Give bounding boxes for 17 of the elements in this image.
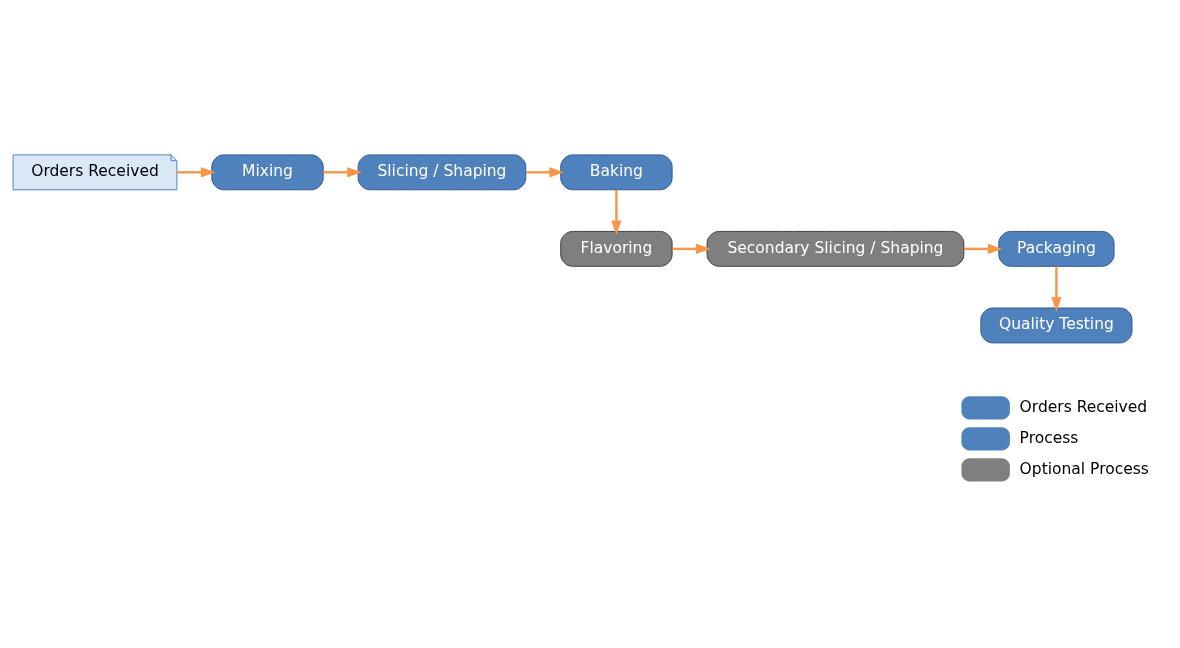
legend-label: Process bbox=[1019, 428, 1079, 447]
node-box: Packaging bbox=[998, 230, 1115, 267]
arrow bbox=[526, 167, 564, 178]
node-box: Flavoring bbox=[560, 230, 673, 267]
arrow bbox=[964, 243, 1003, 254]
legend-label: Optional Process bbox=[1019, 459, 1149, 478]
node-box: Baking bbox=[560, 154, 673, 191]
arrow bbox=[672, 243, 711, 254]
arrow bbox=[611, 189, 622, 236]
node-box: Mixing bbox=[211, 154, 324, 191]
node-box: Slicing / Shaping bbox=[357, 154, 527, 191]
arrow bbox=[177, 167, 216, 178]
node-box: Quality Testing bbox=[980, 307, 1133, 344]
node-box: Secondary Slicing / Shaping bbox=[706, 230, 965, 267]
arrow bbox=[323, 167, 362, 178]
legend-label: Orders Received bbox=[1019, 397, 1148, 416]
arrow bbox=[1051, 266, 1062, 312]
